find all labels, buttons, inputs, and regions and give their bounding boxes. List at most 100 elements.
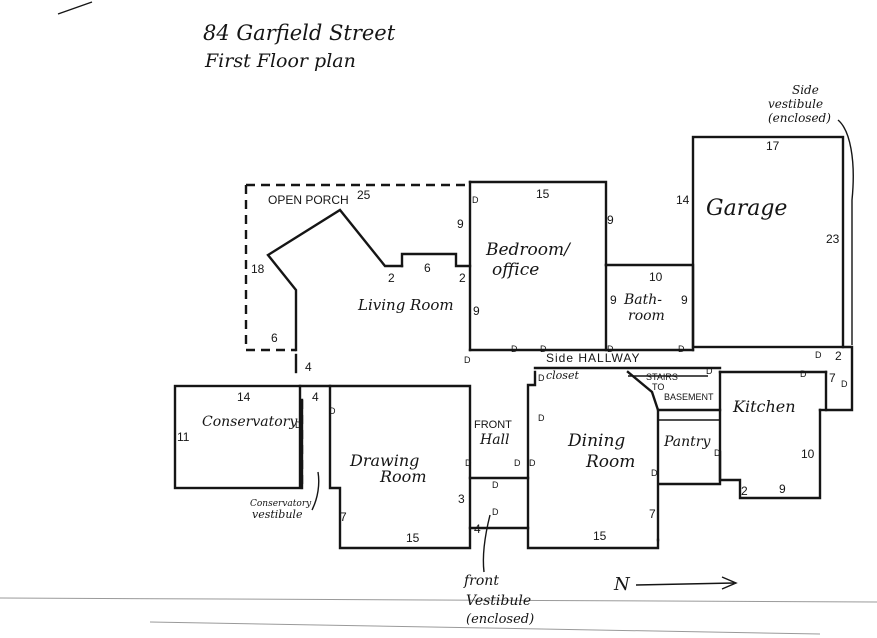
door-markers: D D D D D D D D D D D D D D D D D D D D …: [295, 195, 848, 517]
door-marker: D: [678, 344, 685, 354]
dim-drawing-left: 7: [340, 510, 347, 524]
pantry-walls: [656, 408, 722, 542]
dim-kitchen-right: 10: [801, 447, 815, 461]
door-marker: D: [714, 448, 721, 458]
garage-walls: [691, 135, 845, 349]
front-vestibule-label-2: Vestibule: [466, 593, 531, 609]
stairs-label-3: BASEMENT: [664, 392, 714, 402]
dimension-labels: 25 18 6 2 6 2 9 15 9 9 10 9 9 17 14 23 2…: [177, 139, 842, 545]
dim-living-9: 9: [457, 217, 464, 231]
conservatory-vestibule-label-1: Conservatory: [250, 499, 312, 509]
bedroom-label-2: office: [492, 260, 539, 280]
side-vestibule-label-1: Side: [792, 83, 819, 97]
door-marker: D: [492, 480, 499, 490]
conservatory-walls: [173, 384, 302, 490]
dim-kitchen-2: 2: [741, 484, 748, 498]
front-vestibule-walls: [468, 476, 530, 530]
dining-room-label-2: Room: [585, 452, 635, 472]
bathroom-label-2: room: [628, 308, 665, 324]
dim-garage-right: 23: [826, 232, 840, 246]
front-vestibule-label-3: (enclosed): [466, 612, 534, 627]
pantry-label: Pantry: [663, 434, 711, 450]
door-marker: D: [607, 344, 614, 354]
dining-room-walls: [526, 370, 660, 550]
dim-bed-right: 9: [607, 213, 614, 227]
dim-hall-2: 2: [835, 349, 842, 363]
dim-cons-vest-top: 4: [305, 360, 312, 374]
drawing-room-label-1: Drawing: [349, 451, 419, 470]
title-line-1: 84 Garfield Street: [203, 21, 396, 45]
dim-porch-bottom: 6: [271, 331, 278, 345]
dim-dining-bottom: 15: [593, 529, 607, 543]
dim-kitchen-bottom: 9: [779, 482, 786, 496]
door-marker: D: [492, 507, 499, 517]
dim-conservatory-top: 14: [237, 390, 251, 404]
front-hall-label-2: Hall: [479, 432, 510, 448]
side-vestibule-label-2: vestibule: [768, 97, 823, 111]
dim-living-6: 6: [424, 261, 431, 275]
door-marker: D: [529, 458, 536, 468]
conservatory-vestibule-label-2: vestibule: [252, 508, 303, 521]
dim-garage-left: 14: [676, 193, 690, 207]
conservatory-vestibule-pointer: [311, 471, 320, 511]
door-marker: D: [540, 344, 547, 354]
bedroom-label-1: Bedroom/: [485, 240, 572, 260]
dim-bath-top: 10: [649, 270, 663, 284]
closet-label: closet: [546, 369, 579, 382]
front-vestibule-label-1: front: [463, 573, 499, 589]
door-marker: D: [800, 369, 807, 379]
dim-conservatory-left: 11: [177, 430, 190, 444]
door-marker: D: [329, 406, 336, 416]
dim-living-2b: 2: [459, 271, 466, 285]
door-marker: D: [464, 355, 471, 365]
dim-drawing-bottom: 15: [406, 531, 420, 545]
door-marker: D: [841, 379, 848, 389]
dim-front-vest-3: 3: [458, 492, 465, 506]
kitchen-walls: [718, 370, 822, 500]
side-hallway-walls: [468, 345, 854, 412]
dim-front-vest-4: 4: [474, 522, 481, 536]
drawing-room-walls: [328, 384, 472, 550]
stairs-walls: [626, 370, 722, 412]
dim-porch-left: 18: [251, 262, 265, 276]
dim-living-2a: 2: [388, 271, 395, 285]
dim-garage-top: 17: [766, 139, 780, 153]
side-vestibule-pointer: [837, 119, 854, 345]
open-porch: [244, 183, 472, 352]
open-porch-label: OPEN PORCH: [268, 193, 349, 207]
title-line-2: First Floor plan: [204, 50, 356, 72]
garage-label: Garage: [706, 196, 787, 221]
dim-kitchen-7: 7: [829, 371, 836, 385]
dim-bed-left: 9: [473, 304, 480, 318]
dining-room-label-1: Dining: [567, 431, 625, 451]
dim-bath-left: 9: [610, 293, 617, 307]
door-marker: D: [472, 195, 479, 205]
door-marker: D: [538, 373, 545, 383]
north-arrow: N: [613, 574, 738, 595]
dim-dining-right: 7: [649, 507, 656, 521]
dim-cons-vest-4: 4: [312, 390, 319, 404]
door-marker: D: [815, 350, 822, 360]
kitchen-label: Kitchen: [732, 397, 796, 416]
living-room-label: Living Room: [357, 296, 454, 314]
stairs-label-1: STAIRS: [646, 372, 678, 382]
dim-bath-right: 9: [681, 293, 688, 307]
dim-porch-top: 25: [357, 188, 371, 202]
door-marker: D: [514, 458, 521, 468]
dim-bed-top: 15: [536, 187, 550, 201]
north-arrow-head: [721, 576, 738, 590]
conservatory-label: Conservatory: [202, 414, 298, 430]
door-marker: D: [651, 468, 658, 478]
side-hallway-label: Side HALLWAY: [546, 351, 640, 365]
front-vestibule-pointer: [482, 514, 491, 573]
door-marker: D: [538, 413, 545, 423]
door-marker: D: [295, 420, 302, 430]
door-marker: D: [706, 366, 713, 376]
north-label: N: [613, 574, 631, 595]
north-arrow-line: [635, 582, 735, 586]
door-marker: D: [511, 344, 518, 354]
stairs-label-2: TO: [652, 382, 664, 392]
side-vestibule-label-3: (enclosed): [768, 111, 831, 125]
